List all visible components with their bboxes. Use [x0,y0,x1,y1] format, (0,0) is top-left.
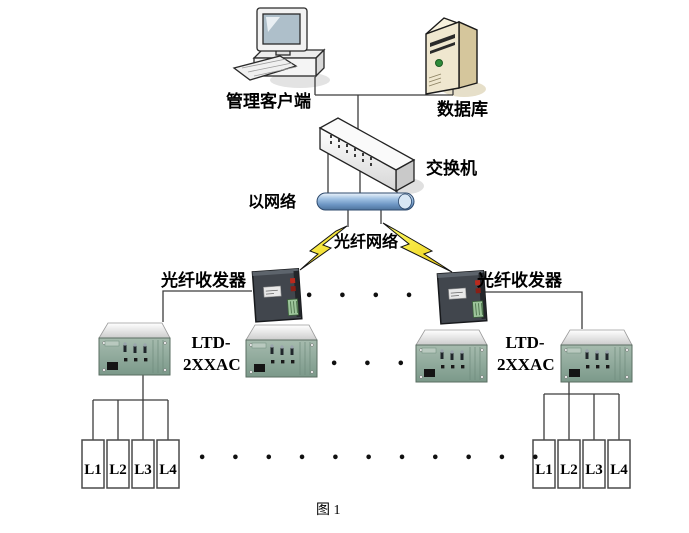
server-side-face [458,20,478,89]
load-boxes [81,439,631,489]
transceiver-top-edge [437,270,484,278]
figure-caption: 图 1 [316,503,341,518]
load-label-left-1: L1 [84,462,102,478]
load-label-right-1: L1 [535,462,553,478]
rack-power-inlet [424,369,435,377]
rack-device-4 [560,329,633,383]
fiber-transceiver-right-label: 光纤收发器 [477,271,562,290]
transceiver-red-port-1 [474,280,481,286]
transceiver-label-lines [265,289,278,295]
transceiver-green-connector [472,300,484,318]
ethernet-label: 以网络 [248,194,297,211]
rack-seams [469,347,481,380]
load-box-left-3 [131,439,155,489]
keyboard-keys [241,58,297,77]
rack-seams [152,340,164,373]
fiber-links [299,222,453,273]
lightning-bolt-left [299,225,348,271]
switch-label: 交换机 [426,159,477,178]
rack-power-inlet [107,362,118,370]
ellipsis-load-row: ••••••••••• [198,451,565,466]
load-box-right-1 [532,439,556,489]
server-vents [428,73,442,87]
lightning-bolt-right [382,222,453,273]
management-client-computer [232,7,326,81]
rack-seams [614,347,626,380]
load-box-right-3 [582,439,606,489]
transceiver-red-port-2 [475,288,481,294]
fiber-transceiver-right [436,269,488,325]
screen-glare [266,17,280,32]
load-label-right-2: L2 [560,462,578,478]
link-transceiver-left-rack [162,290,252,322]
device-model-right-label: LTD- 2XXAC [497,332,555,377]
device-model-right-line2: 2XXAC [497,355,555,375]
transceiver-top-edge [252,268,299,276]
rack-power-inlet [569,369,580,377]
link-transceiver-right-rack [484,291,583,329]
management-client-label: 管理客户端 [226,92,311,111]
rack-nameplate [566,347,582,354]
load-box-right-2 [557,439,581,489]
transceiver-green-connector [287,298,299,316]
server-slot-1 [430,34,455,47]
database-server [425,17,478,95]
load-box-left-1 [81,439,105,489]
transceiver-connector-pins [475,302,483,316]
server-power-led [435,59,443,67]
transceiver-connector-pins [290,300,298,314]
load-box-left-4 [156,439,180,489]
transceiver-label-plate [448,287,467,300]
rack-power-inlet [254,364,265,372]
device-model-left-line1: LTD- [191,333,231,352]
transceiver-label-lines [450,291,463,297]
switch-front-face [319,126,397,193]
rack-nameplate [421,347,437,354]
switch-device [318,117,416,193]
rack-device-1 [98,322,171,376]
transceiver-label-plate [263,285,282,298]
transceiver-red-port-2 [290,286,296,292]
device-model-left-label: LTD- 2XXAC [183,332,241,377]
load-label-left-3: L3 [134,462,152,478]
server-slot-2 [430,42,455,54]
load-label-right-3: L3 [585,462,603,478]
transceiver-red-port-1 [289,278,296,284]
fiber-network-label: 光纤网络 [334,234,399,251]
load-box-right-4 [607,439,631,489]
rack-seams [299,342,311,375]
ellipsis-transceiver-row: •••• [305,289,439,304]
server-front-face [425,21,460,95]
transceiver-right-edge [478,272,487,320]
switch-ports [330,135,372,166]
device-model-left-line2: 2XXAC [183,355,241,375]
load-label-right-4: L4 [610,462,628,478]
rack-device-3 [415,329,488,383]
database-label: 数据库 [437,100,488,119]
rack-nameplate [104,340,120,347]
load-label-left-2: L2 [109,462,127,478]
fiber-transceiver-left [251,267,303,323]
keyboard [232,55,298,81]
transceiver-right-edge [293,270,302,318]
fiber-transceiver-left-label: 光纤收发器 [161,271,246,290]
rack-device-2 [245,324,318,378]
ellipsis-device-row: ••• [330,357,430,372]
device-model-right-line1: LTD- [505,333,545,352]
ethernet-bus-cylinder [316,192,415,211]
rack-nameplate [251,342,267,349]
load-box-left-2 [106,439,130,489]
load-label-left-4: L4 [159,462,177,478]
